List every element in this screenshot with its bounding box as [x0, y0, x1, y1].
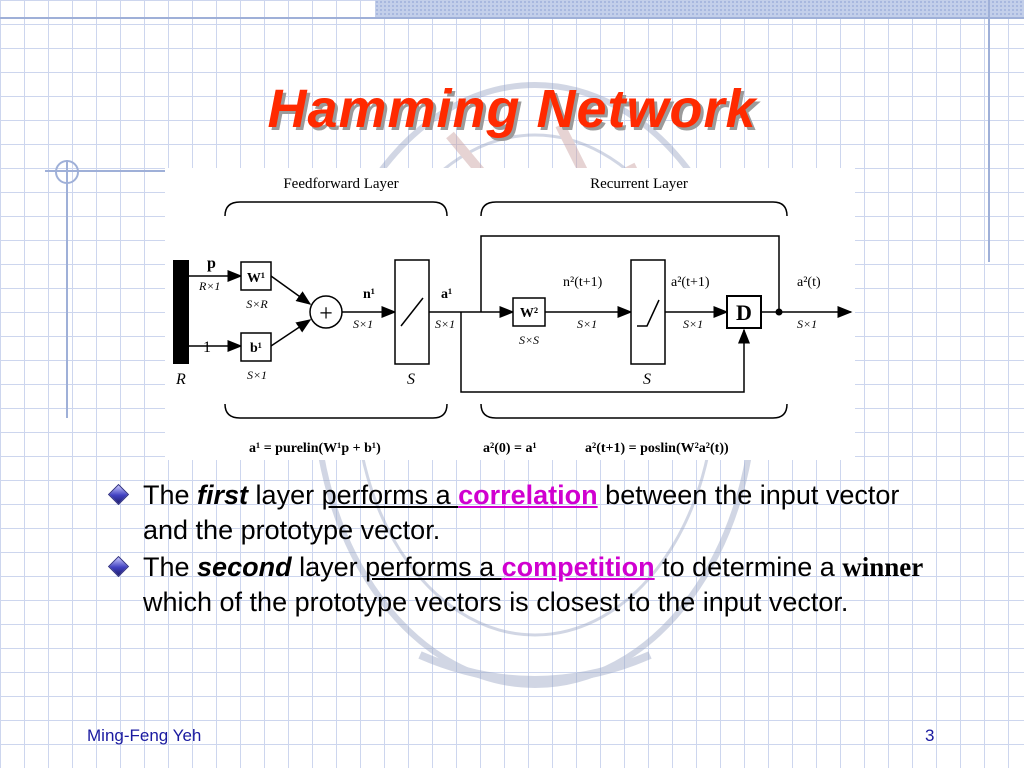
recurrent-layer-label: Recurrent Layer [590, 176, 688, 192]
bullet-text: between the input vector and the prototy… [143, 480, 900, 545]
keyword-second: second [197, 552, 292, 582]
page-number: 3 [925, 726, 935, 745]
layer2-size-label: S [643, 371, 651, 388]
bullet-text: layer [291, 552, 366, 582]
initial-condition-line [460, 312, 750, 393]
recurrent-top-brace [480, 201, 788, 217]
w2-weight-box [512, 297, 546, 327]
bullet-item-second: The second layer performs a competition … [103, 550, 943, 620]
input-dim-label: R×1 [198, 279, 220, 293]
sum-symbol: + [319, 301, 333, 327]
layer1-size-label: S [407, 371, 415, 388]
feedforward-layer-label: Feedforward Layer [283, 176, 398, 192]
bullet-text: which of the prototype vectors is closes… [143, 587, 849, 617]
highlight-competition: competition [501, 552, 655, 582]
bullet-text: The [143, 552, 198, 582]
left-decor-line [66, 160, 68, 418]
delay-block [726, 295, 762, 329]
feedforward-bottom-brace [224, 403, 448, 419]
w2-label: W² [520, 306, 538, 321]
a1-label: a¹ [441, 287, 452, 302]
a2-next-label: a²(t+1) [671, 275, 710, 290]
a2-next-dim-label: S×1 [683, 317, 703, 331]
n1-dim-label: S×1 [353, 317, 373, 331]
diamond-bullet-icon [107, 555, 130, 578]
n2-dim-label: S×1 [577, 317, 597, 331]
slide-title: Hamming Network [267, 79, 757, 139]
equation-layer2: a²(t+1) = poslin(W²a²(t)) [585, 441, 729, 456]
highlight-correlation: correlation [458, 480, 598, 510]
a1-dim-label: S×1 [435, 317, 455, 331]
equation-initial: a²(0) = a¹ [483, 441, 537, 456]
w1-label: W¹ [247, 271, 265, 286]
bullet-text: to determine a [654, 552, 843, 582]
delay-label: D [736, 300, 752, 325]
equation-layer1: a¹ = purelin(W¹p + b¹) [249, 441, 381, 456]
bullet-list: The first layer performs a correlation b… [103, 478, 943, 622]
input-size-label: R [175, 371, 186, 388]
title-underline-decor [45, 170, 245, 172]
bullet-text: The [143, 480, 198, 510]
bias-input-label: 1 [203, 339, 211, 356]
n1-label: n¹ [363, 287, 375, 302]
b1-bias-box [240, 332, 272, 362]
top-decor-line [0, 17, 1024, 19]
keyword-first: first [197, 480, 249, 510]
recurrent-bottom-brace [480, 403, 788, 419]
corner-circle-decor [55, 160, 79, 184]
right-decor-line [988, 0, 990, 262]
a2-dim-label: S×1 [797, 317, 817, 331]
b1-label: b¹ [250, 341, 262, 356]
n2-label: n²(t+1) [563, 275, 603, 290]
keyword-winner: winner [842, 552, 924, 582]
poslin-transfer-box [630, 259, 666, 365]
input-vector-bar [173, 260, 189, 364]
hamming-network-diagram: Feedforward Layer Recurrent Layer R p R×… [165, 168, 855, 460]
b1-dim-label: S×1 [247, 368, 267, 382]
diamond-bullet-icon [107, 483, 130, 506]
bullet-item-first: The first layer performs a correlation b… [103, 478, 943, 548]
w1-dim-label: S×R [246, 297, 268, 311]
footer-author: Ming-Feng Yeh [87, 726, 202, 745]
input-p-label: p [207, 255, 216, 272]
w2-dim-label: S×S [519, 333, 539, 347]
bullet-text: layer [248, 480, 322, 510]
top-decor-band [375, 0, 1024, 18]
underlined-text: performs a [321, 480, 459, 510]
feedforward-top-brace [224, 201, 448, 217]
feedback-loop-line [480, 235, 780, 312]
underlined-text: performs a [365, 552, 502, 582]
a2-label: a²(t) [797, 275, 821, 290]
